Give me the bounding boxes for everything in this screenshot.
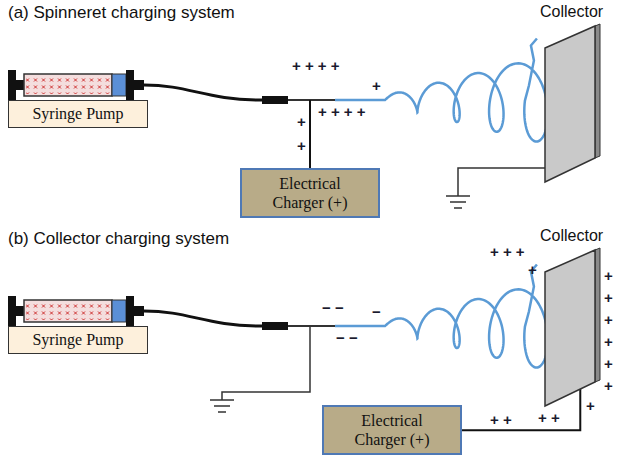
- syringe-needle: [8, 296, 335, 330]
- charge-sign: +: [528, 262, 537, 279]
- charge-sign: + +: [490, 412, 512, 429]
- pump-box: Syringe Pump: [8, 326, 148, 354]
- charge-sign: +: [297, 114, 306, 131]
- charge-sign: +: [297, 138, 306, 155]
- charge-sign: − −: [322, 300, 344, 317]
- panel-title: (b) Collector charging system: [8, 230, 229, 249]
- charge-sign: +: [604, 334, 613, 351]
- charge-sign: +: [372, 78, 381, 95]
- node-text: Collector: [540, 226, 616, 245]
- charge-sign: +: [604, 290, 613, 307]
- charge-sign: +: [604, 312, 613, 329]
- charger-wire: [309, 100, 311, 168]
- charge-sign: + + + +: [318, 104, 366, 121]
- node-text: Syringe Pump: [13, 104, 143, 124]
- charge-sign: − −: [336, 330, 358, 347]
- collector-plate-shape: [540, 2, 616, 187]
- charge-sign: + + +: [490, 244, 525, 261]
- pump-box: Syringe Pump: [8, 100, 148, 128]
- collector-plate: Collector: [540, 2, 616, 187]
- node-text: Collector: [540, 2, 616, 21]
- charge-sign: + +: [538, 410, 560, 427]
- charge-sign: +: [604, 378, 613, 395]
- charger-box: Electrical Charger (+): [322, 405, 462, 455]
- fiber-jet: [335, 265, 548, 368]
- ground-symbol: [446, 168, 545, 208]
- charge-sign: +: [604, 268, 613, 285]
- charge-sign: + + + +: [292, 58, 340, 75]
- fiber-jet: [335, 39, 548, 142]
- charge-sign: +: [586, 398, 595, 415]
- charger-box: Electrical Charger (+): [240, 168, 380, 218]
- node-text: Electrical Charger (+): [260, 174, 360, 212]
- node-text: Electrical Charger (+): [342, 411, 442, 449]
- panel-title: (a) Spinneret charging system: [8, 4, 235, 23]
- charge-sign: −: [372, 304, 381, 321]
- charge-sign: +: [604, 356, 613, 373]
- node-text: Syringe Pump: [13, 330, 143, 350]
- syringe-needle: [8, 70, 335, 104]
- ground-symbol: [210, 326, 310, 412]
